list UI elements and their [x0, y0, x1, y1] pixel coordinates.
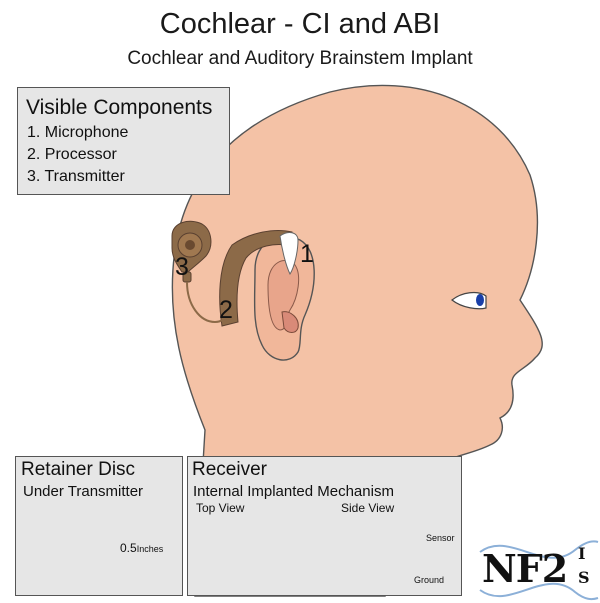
receiver-heading: Receiver	[192, 459, 267, 480]
retainer-heading: Retainer Disc	[21, 459, 136, 480]
visible-components-panel: Visible Components 1. Microphone 2. Proc…	[17, 87, 230, 195]
logo-dna-strands	[479, 540, 599, 601]
transmitter-device	[171, 220, 229, 324]
marker-transmitter: 3	[175, 253, 189, 281]
eye-iris	[476, 294, 484, 306]
retainer-disc-panel: Retainer Disc Under Transmitter 0.5Inche…	[15, 456, 183, 596]
page-subtitle: Cochlear and Auditory Brainstem Implant	[127, 48, 473, 69]
logo-sub-text: S	[578, 568, 590, 587]
ground-label: Ground	[414, 575, 445, 585]
retainer-measure: 0.5Inches	[120, 541, 163, 555]
retainer-subheading: Under Transmitter	[23, 483, 144, 500]
receiver-subheading: Internal Implanted Mechanism	[193, 483, 394, 500]
processor-device	[219, 230, 293, 327]
top-view-label: Top View	[196, 501, 245, 515]
marker-microphone: 1	[300, 240, 314, 268]
component-processor: 2. Processor	[27, 146, 117, 163]
visible-components-heading: Visible Components	[26, 96, 213, 119]
component-transmitter: 3. Transmitter	[27, 168, 125, 185]
nf2is-logo: NF2 I S	[478, 540, 598, 600]
microphone-device	[279, 232, 299, 275]
logo-sup-text: I	[578, 544, 586, 563]
ear-canal	[281, 311, 299, 333]
measure-value: 0.5	[120, 541, 137, 555]
sensor-label: Sensor	[426, 533, 455, 543]
receiver-panel: Receiver Internal Implanted Mechanism To…	[187, 456, 462, 596]
page-title: Cochlear - CI and ABI	[159, 8, 441, 40]
component-microphone: 1. Microphone	[27, 124, 129, 141]
measure-unit: Inches	[136, 544, 164, 554]
marker-processor: 2	[219, 296, 233, 324]
logo-main-text: NF2	[482, 546, 568, 591]
side-view-label: Side View	[341, 501, 395, 515]
